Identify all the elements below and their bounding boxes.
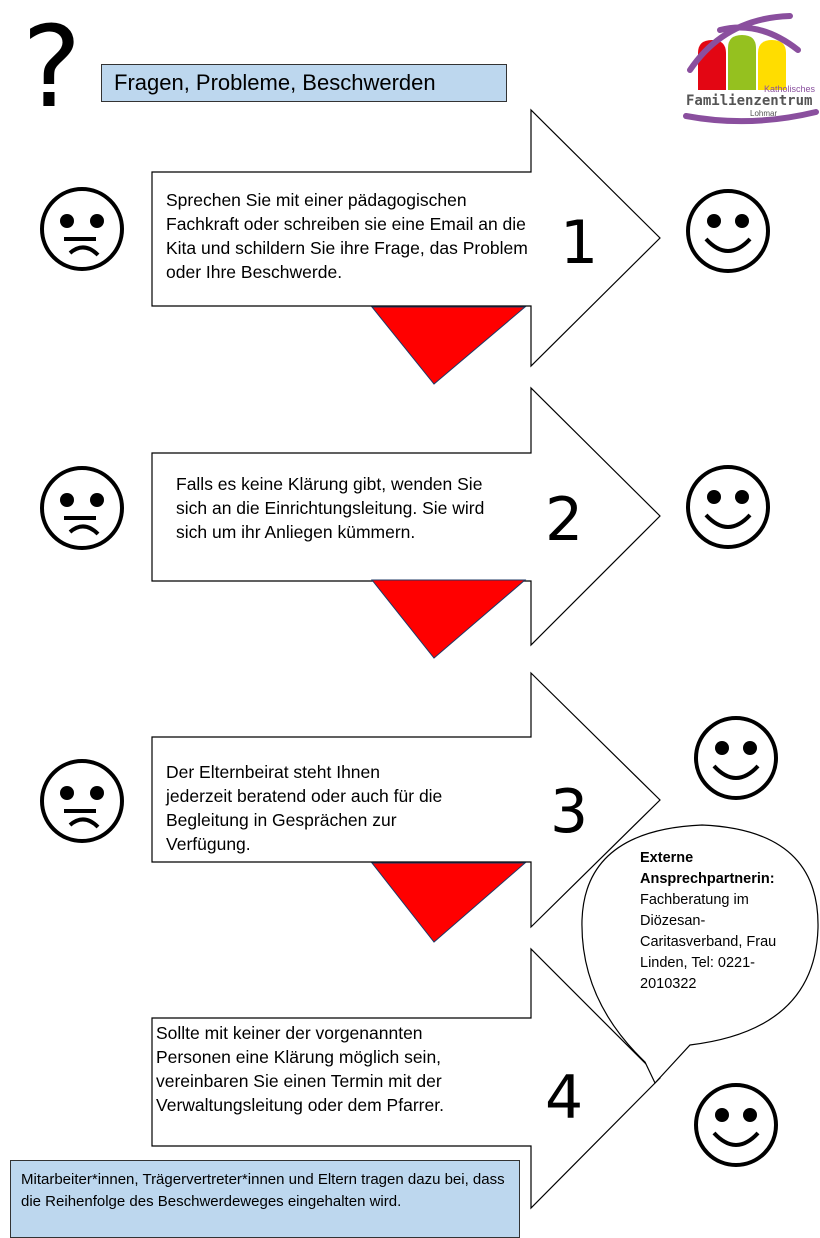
- step-3-arrow: [151, 671, 661, 929]
- step-1-down-triangle: [370, 306, 527, 385]
- svg-text:Lohmar: Lohmar: [750, 109, 777, 118]
- svg-text:Familienzentrum: Familienzentrum: [686, 93, 812, 109]
- step-3-number: 3: [550, 777, 589, 847]
- speech-bubble: [581, 824, 819, 1085]
- svg-text:Katholisches: Katholisches: [764, 84, 816, 94]
- step-2-text: Falls es keine Klärung gibt, wenden Sie …: [176, 474, 485, 542]
- step-3-down-triangle: [370, 862, 527, 943]
- page-title: Fragen, Probleme, Beschwerden: [101, 64, 507, 102]
- sad-face-icon-1: [40, 187, 124, 271]
- step-4-number: 4: [545, 1063, 584, 1133]
- step-1-arrow: [151, 108, 661, 368]
- external-contact-heading: Externe Ansprechpartnerin:: [640, 850, 775, 887]
- step-3-text: Der Elternbeirat steht Ihnen jederzeit b…: [166, 762, 443, 854]
- familienzentrum-logo: Katholisches Familienzentrum Lohmar: [683, 13, 819, 125]
- happy-face-icon-4: [694, 1083, 778, 1167]
- external-contact-body: Fachberatung im Diözesan-Caritasverband,…: [640, 892, 777, 992]
- step-1-text: Sprechen Sie mit einer pädagogischen Fac…: [166, 190, 528, 282]
- step-2-arrow: [151, 386, 661, 647]
- happy-face-icon-3: [694, 716, 778, 800]
- happy-face-icon-2: [686, 465, 770, 549]
- step-2-number: 2: [545, 485, 584, 555]
- step-4-arrow: [151, 947, 661, 1210]
- step-1-number: 1: [560, 208, 599, 278]
- sad-face-icon-3: [40, 759, 124, 843]
- external-contact-text: Externe Ansprechpartnerin: Fachberatung …: [640, 848, 790, 995]
- footer-note: Mitarbeiter*innen, Trägervertreter*innen…: [10, 1160, 520, 1238]
- step-4-text: Sollte mit keiner der vorgenannten Perso…: [156, 1023, 444, 1115]
- step-2-down-triangle: [370, 579, 527, 659]
- happy-face-icon-1: [686, 189, 770, 273]
- question-mark-icon: ?: [22, 3, 82, 133]
- sad-face-icon-2: [40, 466, 124, 550]
